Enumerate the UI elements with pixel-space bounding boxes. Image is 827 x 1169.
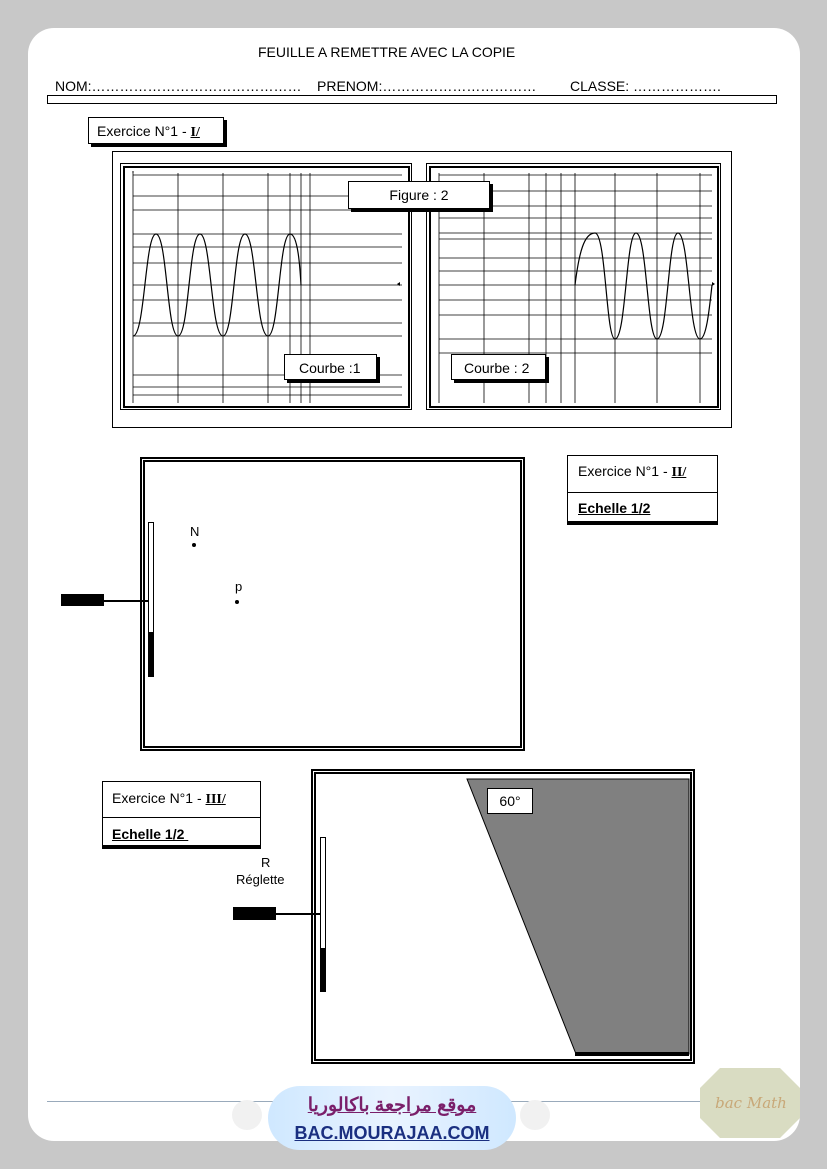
figure-2-label: Figure : 2: [348, 181, 490, 209]
courbe-2-label: Courbe : 2: [451, 354, 546, 380]
sine-curve-1: [132, 233, 302, 337]
point-p-dot: [235, 600, 239, 604]
exercise-2-frame: [140, 457, 525, 751]
angle-60-label: 60°: [487, 788, 533, 814]
point-n-label: N: [190, 524, 200, 539]
handle-3: [233, 907, 276, 920]
footer-banner[interactable]: [268, 1086, 516, 1150]
exercise-3-label: Exercice N°1 - III/: [112, 790, 226, 807]
r-label: R: [261, 855, 271, 870]
nom-field: NOM:………………………………………: [55, 78, 302, 94]
exercise-2-label-box: Exercice N°1 - II/ Echelle 1/2: [567, 455, 718, 525]
courbe-1-label: Courbe :1: [284, 354, 377, 380]
bac-math-badge: [700, 1068, 800, 1138]
tinted-glass-plate: [466, 778, 690, 1056]
sheet-title: FEUILLE A REMETTRE AVEC LA COPIE: [258, 44, 516, 60]
reglette-label: Réglette: [236, 872, 285, 887]
exercise-3-label-box: Exercice N°1 - III/ Echelle 1/2: [102, 781, 261, 849]
echelle-3-label: Echelle 1/2: [112, 826, 189, 842]
point-p-label: p: [235, 579, 243, 594]
footer-logo-right: [520, 1100, 550, 1130]
point-n-dot: [192, 543, 196, 547]
classe-field: CLASSE: ……………….: [570, 78, 721, 94]
prenom-field: PRENOM:……………………………: [317, 78, 537, 94]
echelle-2-label: Echelle 1/2: [578, 500, 651, 516]
exercise-1-label: Exercice N°1 - I/: [88, 117, 224, 144]
footer-site-link[interactable]: BAC.MOURAJAA.COM: [294, 1123, 490, 1143]
header-rule-2: [47, 103, 777, 104]
footer-logo-left: [232, 1100, 262, 1130]
footer-arabic-text: موقع مراجعة باكالوريا: [307, 1095, 477, 1116]
bac-math-badge-text: bac Math: [715, 1094, 787, 1112]
header-rule: [47, 95, 777, 96]
sine-curve-2: [574, 232, 713, 340]
exercise-2-label: Exercice N°1 - II/: [578, 463, 687, 480]
handle-2: [61, 594, 104, 606]
